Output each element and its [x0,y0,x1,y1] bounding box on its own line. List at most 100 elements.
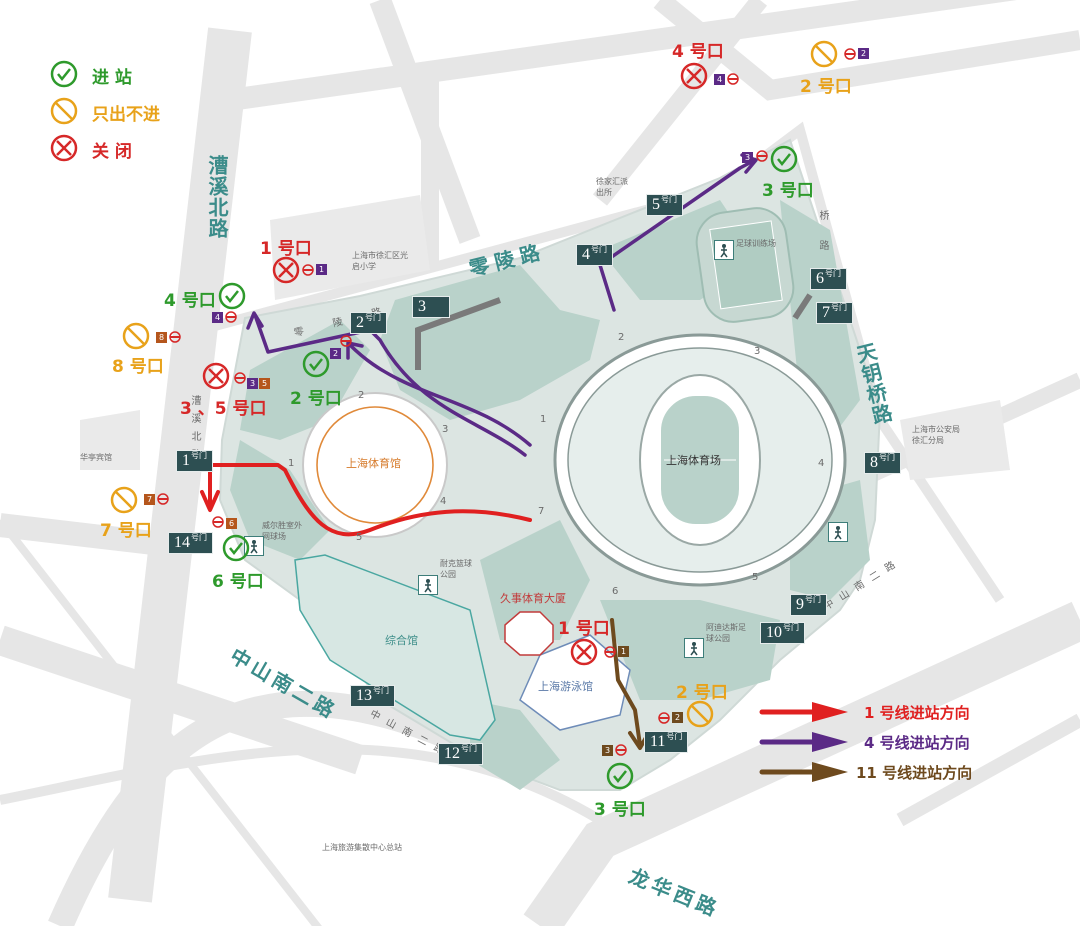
road-north-diag2 [592,0,768,206]
line3-badge: 3 [247,378,258,389]
line6-badge: 6 [226,518,237,529]
exit-7: 7 号口 [100,521,152,541]
exit-6: 6 号口 [212,572,264,592]
closed-icon [570,638,598,666]
swimming-label: 上海游泳馆 [538,680,593,693]
route-legend-line4: 4 号线进站方向 [864,734,970,752]
route-legend-line1: 1 号线进站方向 [864,704,970,722]
exit-1-swimming: 1 号口 [558,619,610,639]
sport-icon-east [828,522,848,542]
football-field-label: 足球训练场 [736,239,776,248]
exit-3-swimming: 3 号口 [594,800,646,820]
basketball-icon [418,575,438,595]
metro-icon [727,73,739,85]
metro-icon [604,646,616,658]
line8-badge: 8 [156,332,167,343]
check-circle-icon [218,282,246,310]
bar-gate3 [415,297,502,370]
exit-2-north: 2 号口 [800,77,852,97]
gym-label: 上海体育馆 [346,457,401,470]
bus-label: 上海旅游集散中心总站 [322,843,402,852]
road-caoxi-small: 漕溪北路 [189,395,200,467]
gym-entrance-4: 4 [440,496,447,507]
huating-label: 华亭宾馆 [80,453,112,462]
exit-3-5: 3 、5 号口 [180,399,267,419]
road-north-horizontal [228,0,1018,111]
bar-gate6 [792,293,813,320]
route-legend-arrows [759,702,848,782]
check-circle-icon [50,60,78,88]
stadium-shape [553,333,847,587]
tower-label: 久事体育大厦 [500,592,566,605]
exit-4-north: 4 号口 [672,42,724,62]
exit-1-lingling: 1 号口 [260,239,312,259]
exit-4-caoxi: 4 号口 [164,291,216,311]
metro-icon [658,712,670,724]
tennis-icon [244,536,264,556]
stadium-entrance-3: 3 [754,346,761,357]
football-icon [714,240,734,260]
closed-icon [50,134,78,162]
check-circle-icon [302,350,330,378]
police-label: 上海市公安局徐汇分局 [912,425,960,445]
stadium-label: 上海体育场 [666,454,721,467]
metro-icon [225,311,237,323]
gym-shape [302,392,448,538]
exit-2-swimming: 2 号口 [676,683,728,703]
adidas-football-icon [684,638,704,658]
line4-badge: 4 [212,312,223,323]
check-circle-icon [606,762,634,790]
exit-3-north: 3 号口 [762,181,814,201]
metro-icon [212,516,224,528]
check-circle-icon [222,534,250,562]
road-longhua [523,601,1080,926]
exit-2-lingling: 2 号口 [290,389,342,409]
line2-badge: 2 [330,348,341,359]
road-loop [48,690,506,926]
closed-icon [680,62,708,90]
line3-badge: 3 [602,745,613,756]
check-circle-icon [770,145,798,173]
legend-exit-only: 只出不进 [92,105,160,125]
route-line1 [200,463,532,537]
line2-badge: 2 [858,48,869,59]
road-tianyao-small: 桥路 [817,210,828,270]
metro-icon [844,48,856,60]
line1-badge: 1 [316,264,327,275]
stadium-entrance-2: 2 [618,332,625,343]
no-entry-icon [122,322,150,350]
gym-entrance-1: 1 [288,458,295,469]
route-legend-line11: 11 号线进站方向 [856,764,973,782]
metro-icon [340,335,352,347]
basketball-label: 耐克篮球公园 [440,559,472,579]
closed-icon [202,362,230,390]
complex-hall [294,554,496,741]
line5-badge: 5 [259,378,270,389]
stadium-entrance-5: 5 [752,572,759,583]
tennis-label: 威尔胜室外网球场 [262,521,302,541]
gate-3: 3 [412,296,450,318]
metro-icon [169,331,181,343]
route-line4 [246,153,758,457]
line4-badge: 4 [714,74,725,85]
school-label: 上海市徐汇区光启小学 [352,251,408,271]
training-field [695,207,795,323]
no-entry-icon [686,700,714,728]
closed-icon [272,256,300,284]
line3-badge: 3 [742,152,753,163]
exit-8: 8 号口 [112,357,164,377]
road-west [0,513,172,557]
road-northeast [653,0,1080,101]
metro-icon [302,264,314,276]
metro-icon [756,150,768,162]
